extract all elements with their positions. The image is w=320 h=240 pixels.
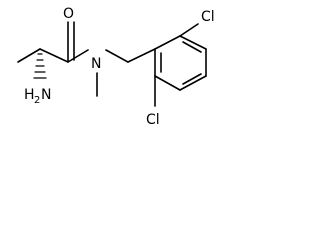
oxygen-label: O: [63, 6, 74, 22]
bond-carbonyl-n: [67, 49, 89, 63]
molecule-drawing: O N H 2 N Cl Cl: [17, 6, 215, 128]
chlorine-top-label: Cl: [201, 9, 215, 25]
amine-subscript-label: 2: [34, 95, 40, 106]
amine-h-label: H: [24, 87, 35, 103]
amine-n-label: N: [41, 87, 51, 103]
stereo-hash-bond: [33, 53, 47, 79]
structure-diagram: O N H 2 N Cl Cl: [0, 0, 250, 138]
chlorine-bottom-label: Cl: [146, 112, 160, 128]
amine-label: H 2 N: [24, 87, 51, 106]
benzene-ring: [154, 35, 207, 91]
amide-nitrogen-label: N: [91, 56, 101, 72]
bond-ch2-ring: [127, 48, 156, 63]
bond-n-ch2: [105, 49, 129, 63]
bond-ring-cl-top: [179, 23, 199, 37]
bond-alpha-carbonyl: [39, 48, 69, 63]
bond-methyl-alpha: [17, 48, 41, 63]
